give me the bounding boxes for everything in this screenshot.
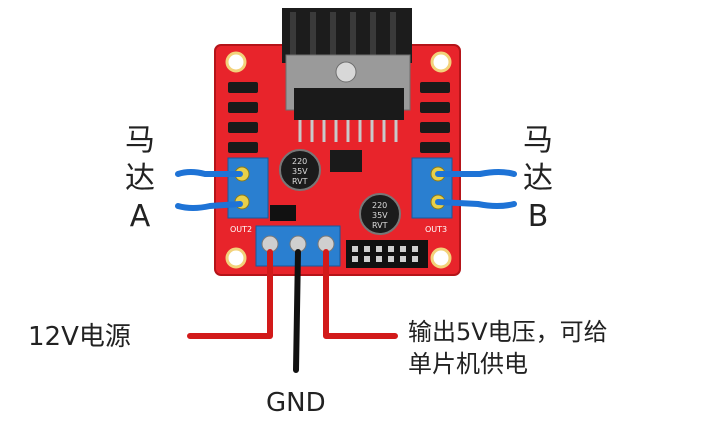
motor-b-line2: 达 (518, 160, 558, 198)
voltage-regulator (330, 150, 362, 172)
capacitor-2: 220 35V RVT (360, 194, 400, 234)
wire-motor-a-1 (178, 172, 240, 174)
capacitor-2-value: 220 (372, 201, 387, 210)
motor-a-line1: 马 (120, 122, 160, 160)
motor-b-line1: 马 (518, 122, 558, 160)
mount-hole (432, 249, 450, 267)
power-12v-label: 12V电源 (28, 316, 131, 353)
capacitor-1-value: 220 (292, 157, 307, 166)
motor-b-line3: B (518, 198, 558, 236)
gnd-label: GND (266, 388, 326, 418)
l298n-chip (294, 88, 404, 120)
header-pins (346, 240, 428, 268)
output-5v-line1: 输出5V电压，可给 (408, 316, 608, 348)
out3-label: OUT3 (425, 225, 447, 234)
capacitor-2-voltage: 35V (372, 211, 388, 220)
output-5v-label: 输出5V电压，可给 单片机供电 (408, 316, 608, 380)
terminal-motor-a (228, 158, 268, 218)
output-5v-line2: 单片机供电 (408, 348, 608, 380)
capacitor-1-voltage: 35V (292, 167, 308, 176)
out2-label: OUT2 (230, 225, 252, 234)
capacitor-2-series: RVT (372, 221, 388, 230)
wire-motor-b-1 (438, 172, 514, 174)
wire-motor-a-2 (178, 204, 240, 208)
terminal-motor-b (412, 158, 452, 218)
jumper (270, 205, 296, 221)
wire-gnd (296, 252, 298, 370)
capacitor-1: 220 35V RVT (280, 150, 320, 190)
wire-motor-b-2 (438, 202, 514, 206)
mount-hole (227, 53, 245, 71)
motor-b-label: 马 达 B (518, 122, 558, 236)
capacitor-1-series: RVT (292, 177, 308, 186)
motor-a-line2: 达 (120, 160, 160, 198)
mount-hole (227, 249, 245, 267)
motor-a-line3: A (120, 198, 160, 236)
motor-a-label: 马 达 A (120, 122, 160, 236)
mount-hole (432, 53, 450, 71)
